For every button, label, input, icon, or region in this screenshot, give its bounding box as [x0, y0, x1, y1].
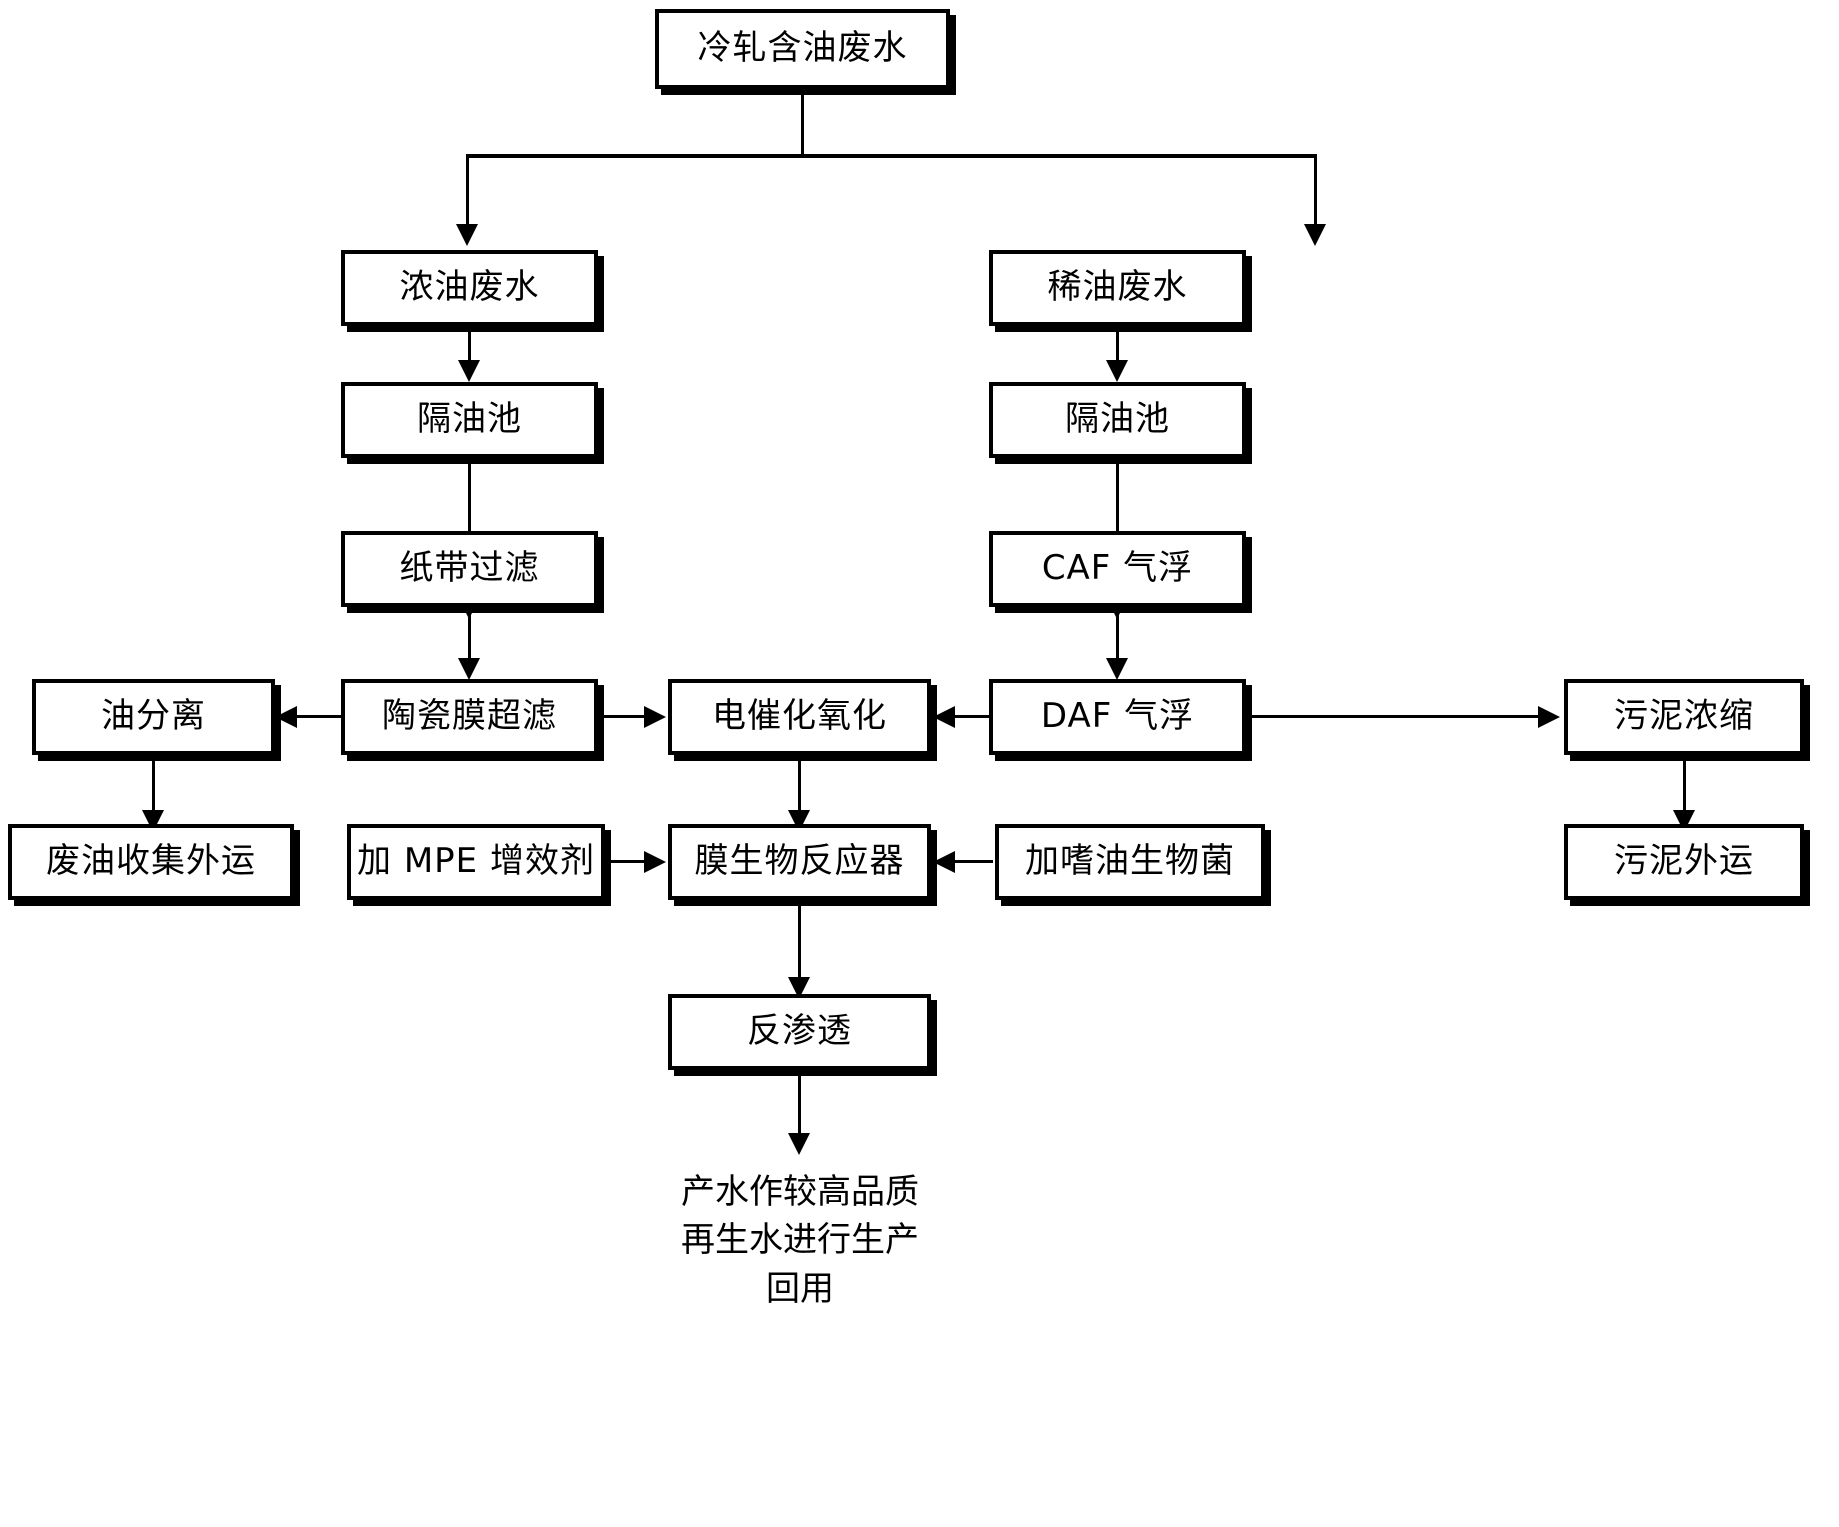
arrowhead-to-thin-oil [1304, 224, 1326, 246]
edge-split-left-drop [466, 154, 469, 226]
arrowhead-to-ceramic-uf [458, 658, 480, 680]
node-waste-oil-label: 废油收集外运 [46, 841, 256, 882]
edge-oleophilic-to-mbr [955, 860, 993, 863]
node-eco-label: 电催化氧化 [712, 696, 887, 737]
node-sludge-thickening-label: 污泥浓缩 [1614, 696, 1754, 737]
node-source-label: 冷轧含油废水 [697, 28, 908, 69]
edge-oil-separation-to-waste-oil [152, 755, 155, 817]
edge-daf-to-eco [955, 715, 991, 718]
arrowhead-to-eco-from-left [644, 706, 666, 728]
node-oil-separation-tank-left[interactable]: 隔油池 [341, 382, 598, 458]
node-daf-flotation[interactable]: DAF 气浮 [989, 679, 1246, 755]
node-daf-flotation-label: DAF 气浮 [1040, 696, 1195, 737]
edge-sludge-thickening-to-transport [1683, 755, 1686, 817]
node-caf-flotation[interactable]: CAF 气浮 [989, 531, 1246, 607]
node-add-mpe-enhancer[interactable]: 加 MPE 增效剂 [347, 824, 605, 900]
arrowhead-to-oil-tank-left [458, 360, 480, 382]
edge-source-to-junction [801, 89, 804, 156]
edge-daf-to-sludge-thickening [1248, 715, 1540, 718]
node-paper-belt-filter[interactable]: 纸带过滤 [341, 531, 598, 607]
node-electro-catalytic-oxidation[interactable]: 电催化氧化 [668, 679, 931, 755]
node-ro-label: 反渗透 [747, 1011, 852, 1052]
node-thin-oil-label: 稀油废水 [1047, 267, 1188, 308]
node-oil-separation-label: 油分离 [101, 696, 206, 737]
edge-mbr-to-ro [798, 900, 801, 986]
node-paper-belt-filter-label: 纸带过滤 [399, 548, 540, 589]
arrowhead-to-final-caption [788, 1133, 810, 1155]
edge-mpe-to-mbr [607, 860, 646, 863]
node-waste-oil-collection[interactable]: 废油收集外运 [8, 824, 294, 900]
edge-tank-left-to-paper-filter [468, 458, 471, 603]
node-sludge-thickening[interactable]: 污泥浓缩 [1564, 679, 1804, 755]
node-add-oleophilic-bacteria[interactable]: 加嗜油生物菌 [995, 824, 1265, 900]
edge-ceramic-uf-to-oil-separation [297, 715, 343, 718]
node-oil-tank-right-label: 隔油池 [1065, 399, 1170, 440]
arrowhead-to-sludge-thickening [1538, 706, 1560, 728]
node-membrane-bioreactor[interactable]: 膜生物反应器 [668, 824, 931, 900]
node-oil-separation[interactable]: 油分离 [32, 679, 275, 755]
node-oil-tank-left-label: 隔油池 [417, 399, 522, 440]
node-caf-flotation-label: CAF 气浮 [1041, 548, 1194, 589]
edge-thin-oil-to-tank [1116, 326, 1119, 366]
node-mbr-label: 膜生物反应器 [694, 841, 905, 882]
arrowhead-oleophilic-to-mbr [933, 851, 955, 873]
node-add-mpe-label: 加 MPE 增效剂 [357, 841, 595, 882]
edge-ro-to-caption [798, 1070, 801, 1142]
edge-paper-filter-to-ceramic-uf [468, 607, 471, 665]
arrowhead-to-ro [788, 977, 810, 999]
edge-eco-to-mbr [798, 755, 801, 817]
edge-ceramic-uf-to-eco [600, 715, 646, 718]
node-reverse-osmosis[interactable]: 反渗透 [668, 994, 931, 1070]
arrowhead-to-oil-tank-right [1106, 360, 1128, 382]
node-oil-separation-tank-right[interactable]: 隔油池 [989, 382, 1246, 458]
node-source[interactable]: 冷轧含油废水 [655, 9, 950, 89]
arrowhead-to-daf [1106, 658, 1128, 680]
edge-split-right-drop [1314, 154, 1317, 226]
edge-tank-right-to-caf [1116, 458, 1119, 603]
node-thick-oil-wastewater[interactable]: 浓油废水 [341, 250, 598, 326]
arrowhead-mpe-to-mbr [644, 851, 666, 873]
edge-thick-oil-to-tank [468, 326, 471, 366]
node-ceramic-membrane-ultrafiltration[interactable]: 陶瓷膜超滤 [341, 679, 598, 755]
node-ceramic-uf-label: 陶瓷膜超滤 [382, 696, 557, 737]
edge-caf-to-daf [1116, 607, 1119, 665]
node-thick-oil-label: 浓油废水 [399, 267, 540, 308]
arrowhead-to-oil-separation [275, 706, 297, 728]
edge-split-bar [466, 154, 1317, 158]
final-caption: 产水作较高品质 再生水进行生产 回用 [681, 1172, 919, 1309]
arrowhead-to-thick-oil [456, 224, 478, 246]
node-sludge-transport[interactable]: 污泥外运 [1564, 824, 1804, 900]
node-sludge-transport-label: 污泥外运 [1614, 841, 1754, 882]
node-thin-oil-wastewater[interactable]: 稀油废水 [989, 250, 1246, 326]
arrowhead-to-eco-from-right [933, 706, 955, 728]
node-add-oleophilic-label: 加嗜油生物菌 [1025, 841, 1235, 882]
